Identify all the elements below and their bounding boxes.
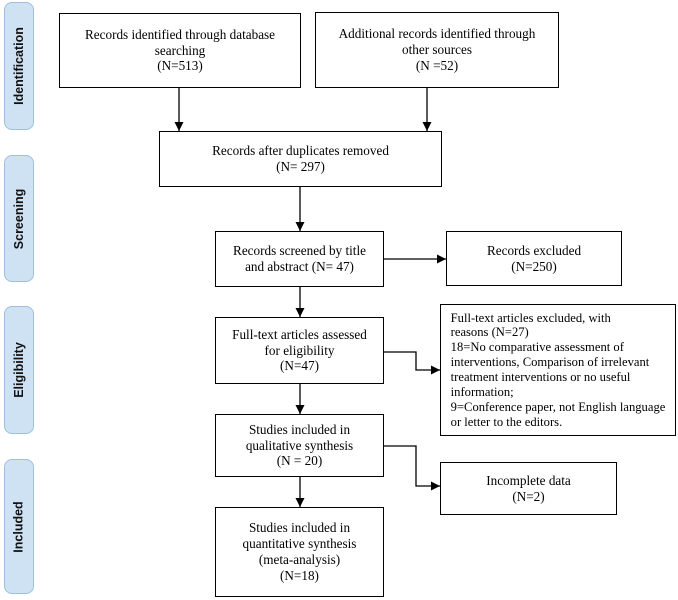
excluded-line-1: Records excluded xyxy=(486,242,582,258)
qualitative-line-1: Studies included in xyxy=(248,421,351,437)
screened-line-1: Records screened by title xyxy=(233,243,366,259)
incomplete-line-2: (N=2) xyxy=(512,488,545,504)
fulltext-excluded-box: Full-text articles excluded, with reason… xyxy=(440,304,676,436)
duplicates-removed-box: Records after duplicates removed (N= 297… xyxy=(159,131,442,187)
fulltext-excluded-line-6: information; xyxy=(450,384,514,399)
db-search-box: Records identified through database sear… xyxy=(59,13,301,88)
quantitative-line-2: quantitative synthesis xyxy=(242,536,357,552)
db-search-line-2: searching xyxy=(154,42,206,58)
fulltext-assessed-line-2: for eligibility xyxy=(264,342,335,358)
phase-identification-label: Identification xyxy=(12,27,26,105)
phase-included-label: Included xyxy=(12,500,26,553)
phase-eligibility: Eligibility xyxy=(4,306,34,434)
screened-line-2: and abstract (N= 47) xyxy=(245,259,354,274)
duplicates-line-1: Records after duplicates removed xyxy=(212,143,389,159)
screened-box: Records screened by title and abstract (… xyxy=(215,231,384,287)
fulltext-assessed-line-3: (N=47) xyxy=(280,358,319,374)
phase-screening-label: Screening xyxy=(12,188,26,249)
incomplete-box: Incomplete data (N=2) xyxy=(440,462,617,515)
excluded-box: Records excluded (N=250) xyxy=(446,231,622,286)
quantitative-box: Studies included in quantitative synthes… xyxy=(215,507,384,597)
phase-eligibility-label: Eligibility xyxy=(12,342,26,398)
other-sources-line-1: Additional records identified through xyxy=(338,26,536,42)
arrow-qualitative-to-incomplete xyxy=(384,445,440,491)
quantitative-line-3: (meta-analysis) xyxy=(258,552,341,567)
qualitative-line-3: (N = 20) xyxy=(276,453,323,469)
fulltext-excluded-line-4: interventions, Comparison of irrelevant xyxy=(450,355,650,370)
fulltext-excluded-line-3: 18=No comparative assessment of xyxy=(450,340,624,355)
fulltext-assessed-line-1: Full-text articles assessed xyxy=(232,326,367,342)
other-sources-box: Additional records identified through ot… xyxy=(315,12,559,88)
arrow-fulltext-to-excluded xyxy=(384,351,440,375)
phase-screening: Screening xyxy=(4,155,34,282)
other-sources-line-3: (N =52) xyxy=(415,57,459,73)
phase-identification: Identification xyxy=(4,2,34,130)
qualitative-box: Studies included in qualitative synthesi… xyxy=(215,414,384,477)
fulltext-excluded-line-7: 9=Conference paper, not English language xyxy=(450,399,666,414)
fulltext-assessed-box: Full-text articles assessed for eligibil… xyxy=(215,317,384,384)
quantitative-line-1: Studies included in xyxy=(248,520,351,536)
phase-included: Included xyxy=(4,459,34,594)
db-search-line-1: Records identified through database xyxy=(84,26,276,42)
db-search-line-3: (N=513) xyxy=(157,58,203,74)
excluded-line-2: (N=250) xyxy=(511,258,557,274)
quantitative-line-4: (N=18) xyxy=(280,567,319,583)
qualitative-line-2: qualitative synthesis xyxy=(245,437,354,453)
fulltext-excluded-line-1: Full-text articles excluded, with xyxy=(450,310,611,325)
fulltext-excluded-line-8: or letter to the editors. xyxy=(450,414,563,429)
duplicates-line-2: (N= 297) xyxy=(276,159,325,174)
other-sources-line-2: other sources xyxy=(402,42,472,58)
incomplete-line-1: Incomplete data xyxy=(486,472,571,488)
fulltext-excluded-line-5: treatment interventions or no useful xyxy=(450,370,631,384)
fulltext-excluded-line-2: reasons (N=27) xyxy=(450,325,529,340)
